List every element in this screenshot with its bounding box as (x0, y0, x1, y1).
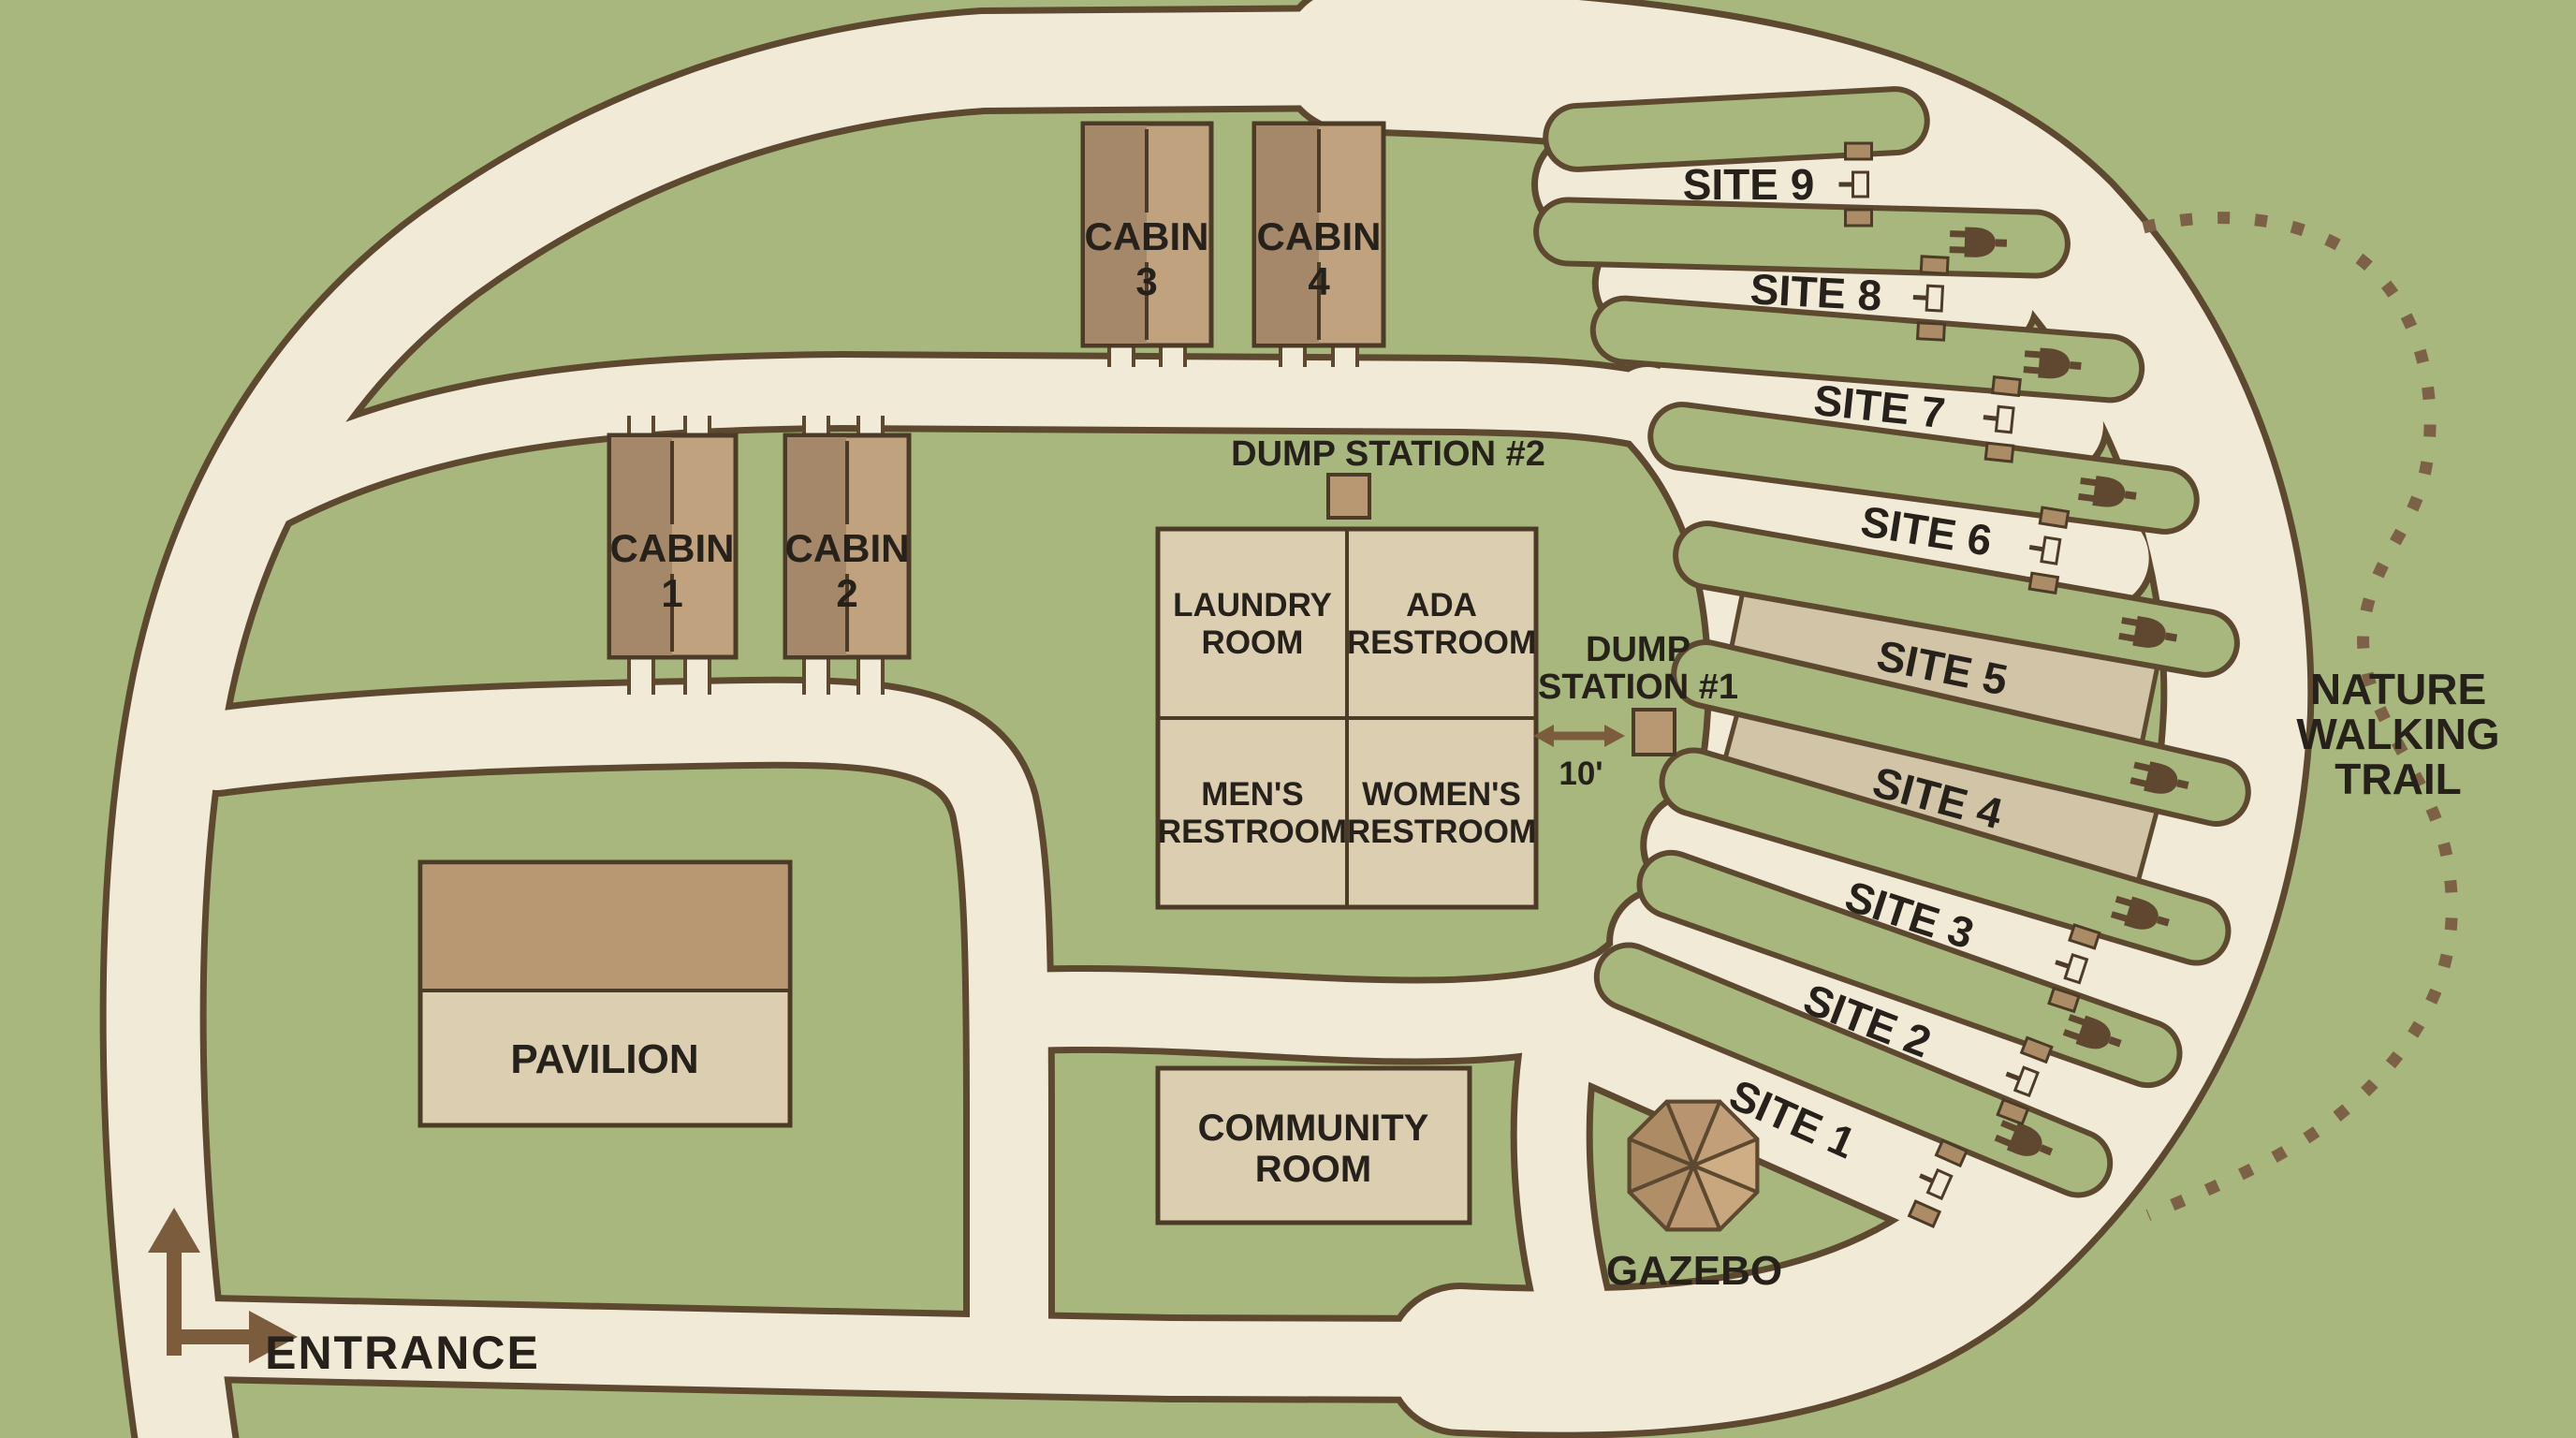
distance-label: 10' (1559, 756, 1603, 792)
site-separator (1539, 202, 2065, 273)
nature-trail-path (2142, 212, 2458, 1221)
site-separator (1676, 645, 2246, 821)
site-slot-3 (1647, 796, 2173, 1034)
driveway-stub (858, 653, 883, 695)
power-hookup-icon (2110, 895, 2170, 930)
laundry-room-label-line2: ROOM (1202, 624, 1304, 661)
power-hookup-icon (2130, 761, 2189, 794)
picnic-table-icon (1912, 255, 1950, 342)
cabin-1: CABIN 1 (607, 433, 739, 660)
community-room: COMMUNITY ROOM (1155, 1065, 1472, 1225)
dump-station-2-label: DUMP STATION #2 (1231, 434, 1545, 474)
dump-station-2-pad (1326, 473, 1371, 520)
picnic-table-icon (1838, 141, 1873, 227)
site-separator (1548, 92, 1925, 167)
trail-label-line3: TRAIL (2334, 755, 2461, 803)
picnic-tables (1838, 141, 2101, 1229)
power-hookup-icon (2077, 476, 2137, 507)
entrance-label: ENTRANCE (265, 1327, 540, 1379)
cabin-4-label: CABIN (1257, 214, 1382, 258)
site-label-8: SITE 8 (1749, 264, 1882, 319)
picnic-table-icon (1996, 1035, 2054, 1126)
site-separators (1533, 86, 2251, 1198)
cabin-3-label: CABIN (1085, 214, 1209, 258)
gazebo (1627, 1099, 1760, 1232)
power-hookup-icon (2023, 347, 2082, 379)
road-3 (202, 358, 1709, 544)
cabin-3-number: 3 (1135, 259, 1157, 303)
power-hookup-icon (1949, 227, 2008, 257)
ada-restroom-label-line1: ADA (1406, 587, 1477, 624)
cabin-1-number: 1 (661, 571, 682, 615)
laundry-room-label-line1: LAUNDRY (1173, 587, 1332, 624)
picnic-table-icon (2047, 923, 2101, 1014)
dump-station-1-pad (1632, 708, 1676, 756)
road-4 (178, 682, 1048, 1380)
site-label-9: SITE 9 (1683, 160, 1815, 209)
picnic-table-icon (1983, 374, 2022, 463)
site-separator (1642, 855, 2177, 1083)
dump-station-1-label-line2: STATION #1 (1538, 668, 1738, 707)
entrance: ENTRANCE (148, 1208, 540, 1379)
trail-label-line1: NATURE (2310, 665, 2486, 713)
dump-station-2: DUMP STATION #2 (1231, 434, 1545, 520)
community-room-label-line1: COMMUNITY (1198, 1108, 1429, 1149)
site-separator (1653, 407, 2194, 529)
power-hookup-icon (1994, 1120, 2054, 1156)
site-separator (1678, 526, 2234, 672)
cabin-1-label: CABIN (610, 526, 735, 570)
dump-station-1-label-line1: DUMP (1586, 630, 1690, 669)
community-room-label-line2: ROOM (1255, 1149, 1371, 1190)
pavilion-label: PAVILION (510, 1036, 698, 1082)
driveway-stub (804, 653, 828, 695)
pavilion: PAVILION (417, 859, 793, 1128)
womens-restroom-label-line2: RESTROOM (1347, 814, 1536, 850)
site-separator (1664, 753, 2226, 961)
picnic-table-icon (1907, 1138, 1969, 1229)
driveway-stub (629, 653, 653, 695)
entrance-right-arrow-icon (167, 1309, 253, 1344)
road-5 (173, 1301, 1521, 1397)
cabin-2-number: 2 (836, 571, 857, 615)
power-hookup-icon (2118, 615, 2178, 648)
driveway-stub (685, 653, 710, 695)
cabin-4-number: 4 (1308, 259, 1330, 303)
cabin-4: CABIN 4 (1251, 121, 1386, 348)
power-hookups (1949, 227, 2189, 1156)
cabin-driveway-stubs (627, 339, 1359, 695)
site-slot-2 (1613, 892, 2122, 1149)
site-separator (1599, 947, 2108, 1193)
power-hookup-icon (2062, 1014, 2122, 1049)
cabin-3: CABIN 3 (1080, 121, 1214, 348)
site-separator (1595, 301, 2140, 398)
cabin-2: CABIN 2 (783, 433, 912, 660)
mens-restroom-label-line2: RESTROOM (1158, 814, 1347, 850)
restroom-building: LAUNDRY ROOM ADA RESTROOM MEN'S RESTROOM… (1155, 526, 1539, 910)
gazebo-label: GAZEBO (1606, 1248, 1782, 1294)
cabin-2-label: CABIN (785, 526, 910, 570)
womens-restroom-label-line1: WOMEN'S (1362, 776, 1521, 813)
trail-label-line2: WALKING (2296, 710, 2499, 758)
picnic-table-icon (2027, 506, 2071, 595)
mens-restroom-label-line1: MEN'S (1201, 776, 1303, 813)
ada-restroom-label-line2: RESTROOM (1347, 624, 1536, 661)
dump-station-1: DUMP STATION #1 10' (1533, 630, 1738, 792)
